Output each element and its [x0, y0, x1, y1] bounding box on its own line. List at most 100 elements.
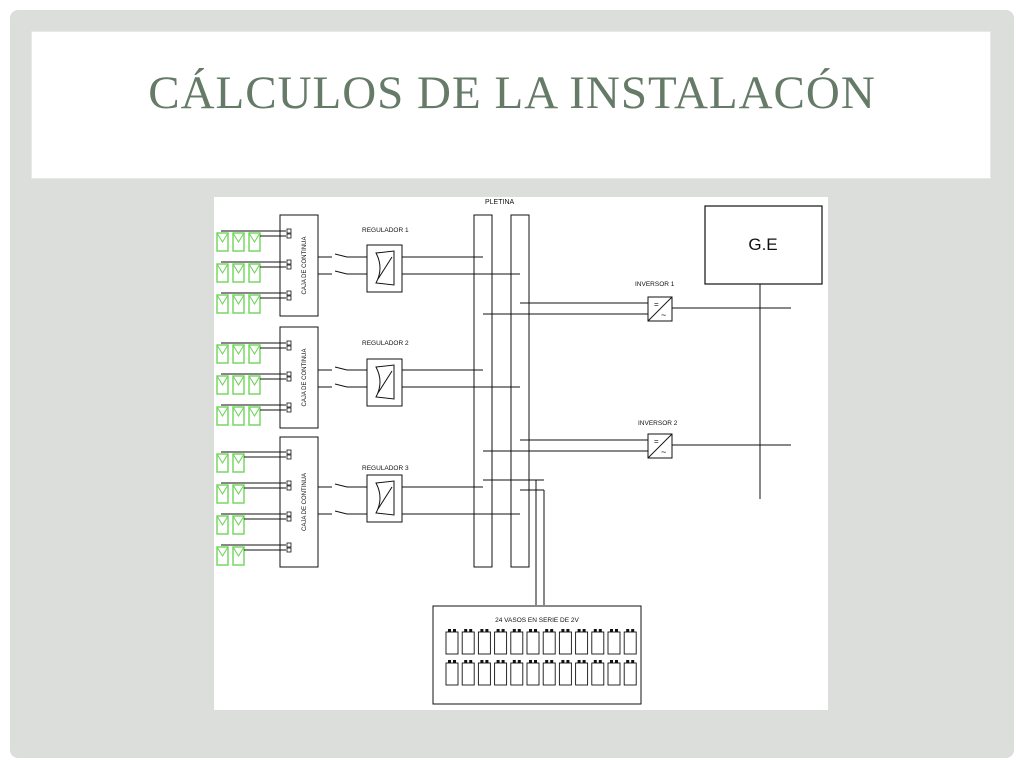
solar-panel-cell-mark [216, 344, 229, 356]
battery-terminal [550, 660, 554, 663]
solar-panel [216, 263, 229, 283]
solar-panel [216, 453, 229, 473]
inverter-box [647, 296, 673, 322]
regulator-symbol [375, 480, 395, 516]
battery-cell [558, 629, 572, 655]
battery-terminal [480, 629, 484, 632]
solar-panel-frame [216, 294, 229, 314]
combiner-box-label: CAJA DE CONTINUA [302, 236, 308, 294]
busbar-right [510, 214, 530, 568]
battery-terminal [517, 660, 521, 663]
solar-panel-cell-mark [216, 453, 229, 465]
solar-panel [216, 232, 229, 252]
fuse-terminal [286, 233, 292, 239]
battery-cell [494, 660, 508, 686]
solar-panel-frame [248, 294, 261, 314]
solar-panel-cell-mark [232, 453, 245, 465]
fuse-terminal [286, 340, 292, 346]
battery-terminal [561, 629, 565, 632]
solar-panel-frame [232, 515, 245, 535]
battery-terminal [550, 629, 554, 632]
solar-panel-cell-mark [216, 484, 229, 496]
battery-cell-body [494, 662, 508, 686]
battery-cell-body [445, 662, 459, 686]
battery-terminal [626, 629, 630, 632]
fuse-terminal [286, 402, 292, 408]
solar-panel-frame [248, 263, 261, 283]
solar-panel-frame [248, 344, 261, 364]
battery-cell [477, 629, 491, 655]
solar-panel [216, 484, 229, 504]
solar-panel-cell-mark [232, 344, 245, 356]
battery-cell [477, 660, 491, 686]
fuse-terminal [286, 485, 292, 491]
battery-terminal [582, 629, 586, 632]
generator-box [704, 205, 823, 285]
battery-terminal [517, 629, 521, 632]
solar-panel-frame [216, 546, 229, 566]
battery-bank: 24 VASOS EN SERIE DE 2V [432, 479, 642, 705]
fuse-terminal [286, 376, 292, 382]
battery-terminal [501, 660, 505, 663]
solar-panel-cell-mark [216, 375, 229, 387]
battery-cell [623, 629, 637, 655]
battery-cell-body [607, 631, 621, 655]
switch-blade [334, 383, 348, 388]
battery-terminal [469, 660, 473, 663]
solar-panel [232, 546, 245, 566]
solar-panel-cell-mark [216, 294, 229, 306]
battery-terminal [464, 629, 468, 632]
battery-cell [591, 660, 605, 686]
battery-cell [607, 660, 621, 686]
battery-cell-body [591, 662, 605, 686]
solar-panel [216, 375, 229, 395]
solar-panel-cell-mark [232, 484, 245, 496]
solar-panel-arrays [216, 228, 292, 566]
battery-terminal [485, 629, 489, 632]
battery-cell [607, 629, 621, 655]
battery-terminal [610, 629, 613, 632]
battery-cell-body [558, 631, 572, 655]
inverter-box [647, 433, 673, 459]
fuse-terminal [286, 228, 292, 234]
battery-terminal [529, 629, 532, 632]
battery-cell [623, 660, 637, 686]
battery-terminal [512, 660, 516, 663]
battery-terminal [631, 660, 635, 663]
battery-terminal [501, 629, 505, 632]
regulator-box [366, 244, 403, 293]
fuse-terminal [286, 511, 292, 517]
battery-terminal [448, 660, 451, 663]
switch-blade [334, 510, 348, 515]
battery-cell [575, 660, 589, 686]
battery-cell-body [461, 662, 475, 686]
solar-panel [232, 232, 245, 252]
solar-panel [248, 232, 261, 252]
battery-cell [542, 660, 556, 686]
solar-panel-frame [232, 375, 245, 395]
inverter-diagonal [647, 296, 673, 322]
switch-blade [334, 270, 348, 275]
solar-panel [248, 294, 261, 314]
battery-cell-body [510, 631, 524, 655]
fuse-terminal [286, 371, 292, 377]
solar-panel-cell-mark [248, 406, 261, 418]
battery-terminal [598, 629, 602, 632]
battery-cell [591, 629, 605, 655]
fuse-terminal [286, 480, 292, 486]
battery-terminal [545, 660, 549, 663]
fuse-terminal [286, 454, 292, 460]
fuse-terminal [286, 407, 292, 413]
fuse-terminal [286, 264, 292, 270]
busbar-label: PLETINA [485, 199, 515, 206]
battery-cell [542, 629, 556, 655]
regulator-symbol-slash [377, 486, 393, 510]
solar-panel-cell-mark [232, 406, 245, 418]
battery-terminal [593, 629, 597, 632]
battery-cell-body [623, 662, 637, 686]
regulator-box [366, 474, 403, 523]
solar-panel-frame [216, 515, 229, 535]
battery-box [432, 605, 642, 705]
solar-panel-cell-mark [232, 375, 245, 387]
